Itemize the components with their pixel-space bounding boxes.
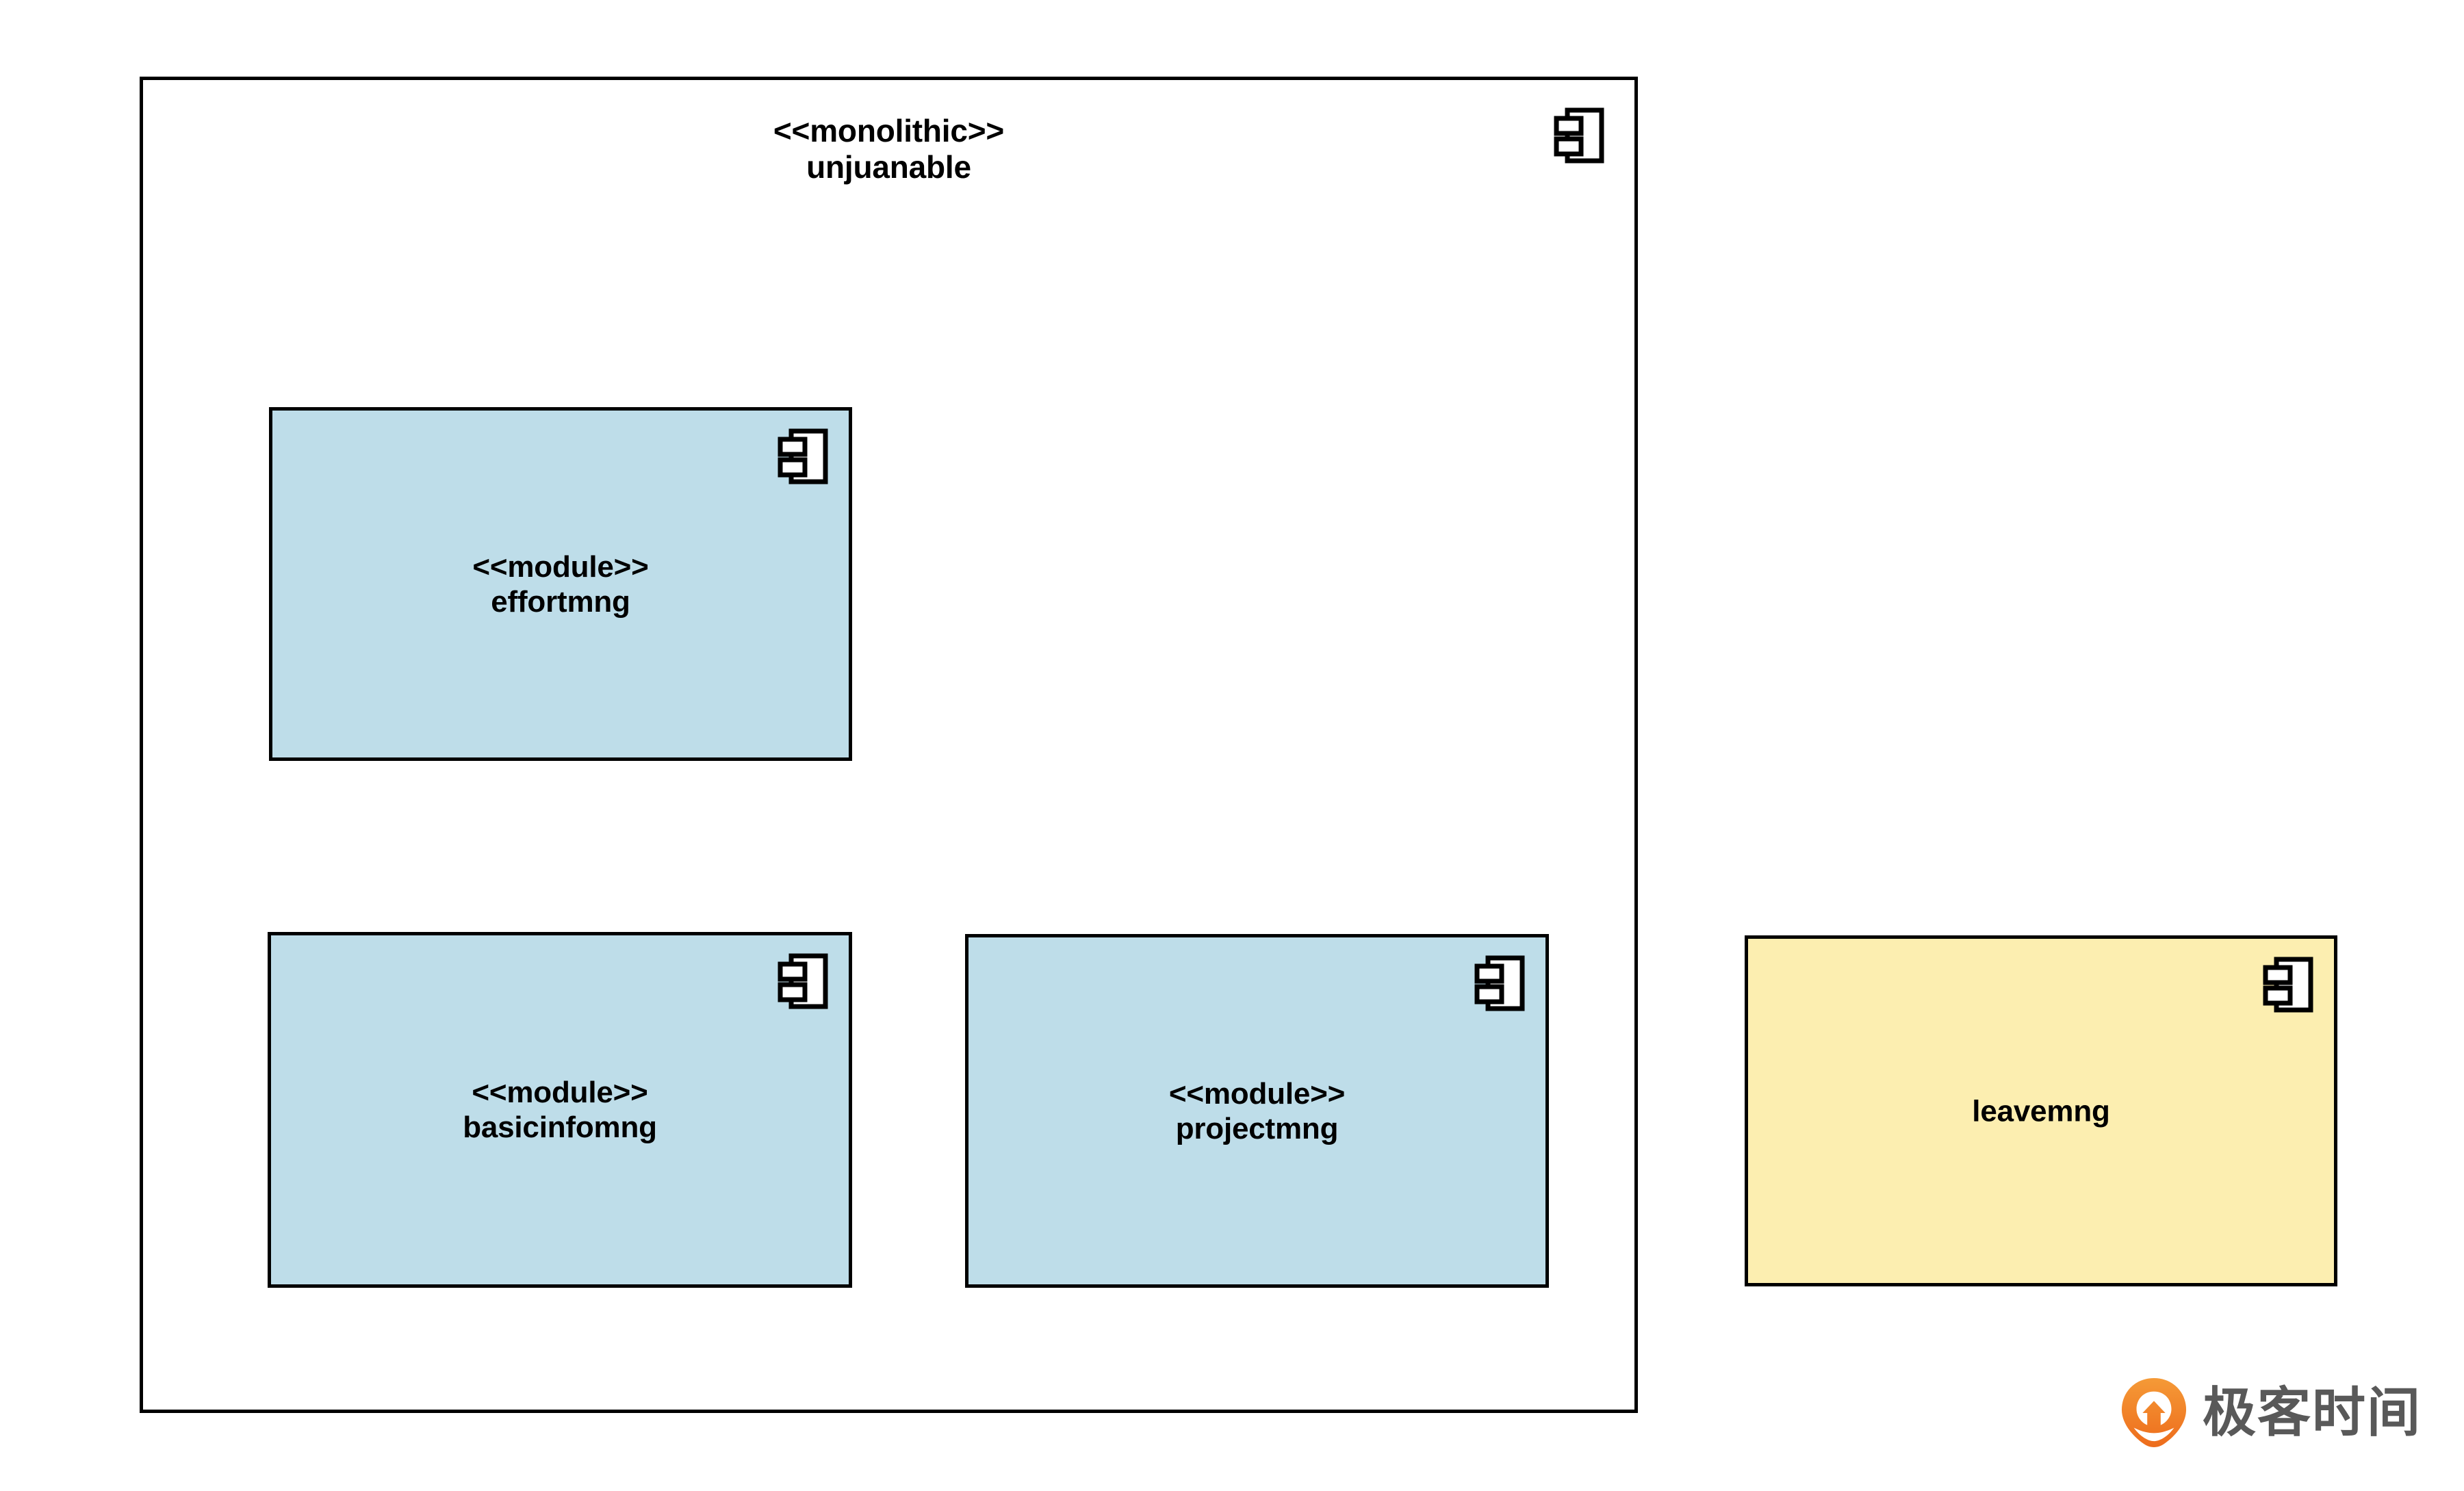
component-leavemng-label: leavemng: [1748, 1093, 2334, 1128]
component-basicinfomng-name: basicinfomng: [463, 1111, 657, 1144]
component-unjuanable-stereotype: <<monolithic>>: [773, 113, 1005, 148]
component-unjuanable-name: unjuanable: [806, 149, 971, 185]
uml-component-icon: [1474, 955, 1525, 1011]
geektime-logo-icon: [2120, 1377, 2187, 1448]
watermark: 极客时间: [2120, 1377, 2422, 1448]
component-basicinfomng-stereotype: <<module>>: [472, 1075, 648, 1109]
uml-component-icon: [2263, 957, 2313, 1013]
component-unjuanable[interactable]: <<monolithic>> unjuanable <<module>> eff…: [140, 77, 1638, 1413]
component-leavemng-name: leavemng: [1972, 1093, 2110, 1128]
uml-component-icon: [778, 428, 828, 484]
component-effortmng[interactable]: <<module>> effortmng: [269, 407, 852, 761]
component-projectmng-label: <<module>> projectmng: [968, 1076, 1545, 1145]
component-projectmng-stereotype: <<module>>: [1168, 1076, 1346, 1111]
component-effortmng-label: <<module>> effortmng: [272, 549, 849, 619]
component-unjuanable-label: <<monolithic>> unjuanable: [143, 113, 1634, 186]
component-effortmng-name: effortmng: [491, 584, 630, 619]
component-effortmng-stereotype: <<module>>: [472, 549, 649, 584]
uml-component-icon: [1554, 107, 1604, 164]
component-leavemng[interactable]: leavemng: [1745, 935, 2337, 1286]
component-basicinfomng[interactable]: <<module>> basicinfomng: [268, 932, 852, 1288]
component-projectmng[interactable]: <<module>> projectmng: [965, 934, 1549, 1288]
watermark-text: 极客时间: [2203, 1382, 2422, 1442]
component-projectmng-name: projectmng: [1175, 1111, 1339, 1145]
component-basicinfomng-label: <<module>> basicinfomng: [271, 1075, 849, 1145]
uml-component-icon: [778, 953, 828, 1009]
